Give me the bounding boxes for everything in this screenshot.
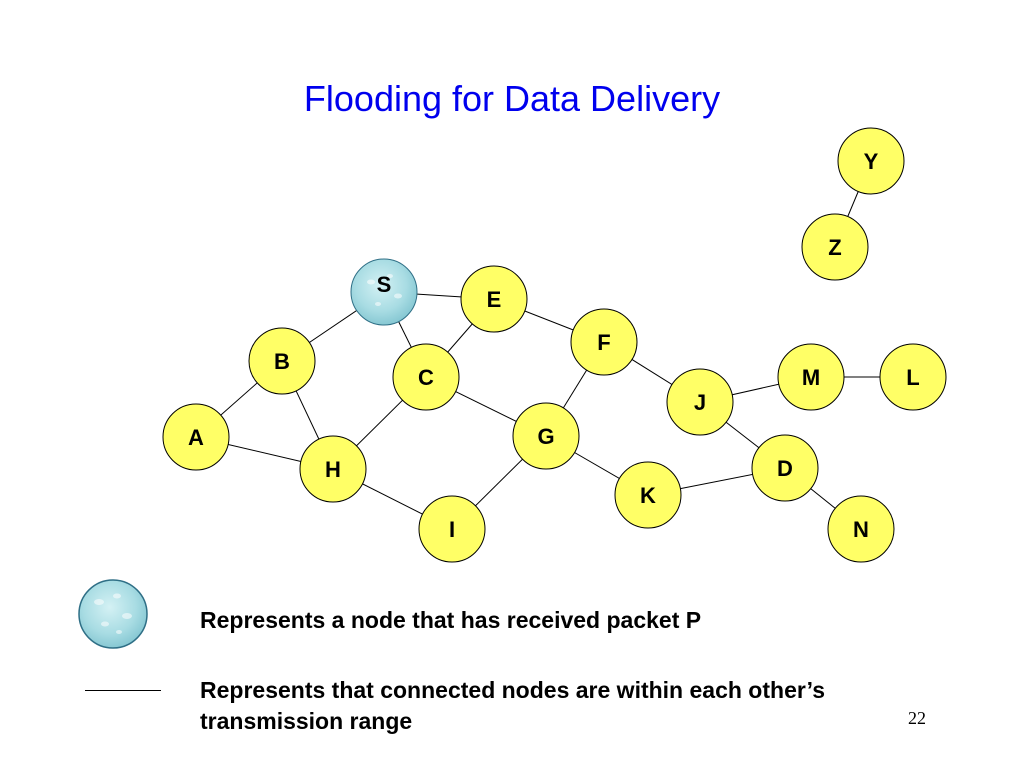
node-label: I — [449, 517, 455, 542]
node-label: Y — [864, 149, 879, 174]
node-b: B — [248, 327, 316, 395]
node-circle — [837, 127, 905, 195]
node-f: F — [570, 308, 638, 376]
droplet-texture — [367, 279, 375, 285]
node-h: H — [299, 435, 367, 503]
node-circle — [751, 434, 819, 502]
node-circle — [418, 495, 486, 563]
node-circle — [570, 308, 638, 376]
node-circle — [350, 258, 418, 326]
legend-received-node-text: Represents a node that has received pack… — [200, 607, 702, 633]
node-label: G — [537, 424, 554, 449]
node-circle — [248, 327, 316, 395]
node-label: N — [853, 517, 869, 542]
node-label: K — [640, 483, 656, 508]
node-label: F — [597, 330, 610, 355]
node-label: Z — [828, 235, 841, 260]
node-j: J — [666, 368, 734, 436]
node-circle — [777, 343, 845, 411]
node-n: N — [827, 495, 895, 563]
node-label: J — [694, 390, 706, 415]
node-circle — [392, 343, 460, 411]
droplet-texture — [387, 274, 393, 278]
node-c: C — [392, 343, 460, 411]
node-y: Y — [837, 127, 905, 195]
slide-title: Flooding for Data Delivery — [303, 78, 721, 119]
node-z: Z — [801, 213, 869, 281]
droplet-texture — [375, 302, 381, 306]
node-k: K — [614, 461, 682, 529]
received-node-legend-icon — [78, 579, 148, 649]
node-label: B — [274, 349, 290, 374]
node-circle — [460, 265, 528, 333]
node-circle — [827, 495, 895, 563]
node-label: C — [418, 365, 434, 390]
node-circle — [162, 403, 230, 471]
node-circle — [666, 368, 734, 436]
droplet-texture — [394, 293, 402, 299]
node-s: S — [350, 258, 418, 326]
node-circle — [512, 402, 580, 470]
node-label: D — [777, 456, 793, 481]
legend-edge-line — [85, 690, 161, 691]
node-label: S — [377, 272, 392, 297]
node-i: I — [418, 495, 486, 563]
node-label: H — [325, 457, 341, 482]
node-l: L — [879, 343, 947, 411]
page-number: 22 — [908, 708, 926, 728]
node-circle — [299, 435, 367, 503]
node-label: E — [487, 287, 502, 312]
node-a: A — [162, 403, 230, 471]
node-g: G — [512, 402, 580, 470]
node-circle — [879, 343, 947, 411]
legend-edge-text: Represents that connected nodes are with… — [200, 677, 825, 734]
node-e: E — [460, 265, 528, 333]
node-m: M — [777, 343, 845, 411]
node-circle — [801, 213, 869, 281]
node-label: M — [802, 365, 820, 390]
node-label: L — [906, 365, 919, 390]
node-circle — [614, 461, 682, 529]
node-layer: S E B C F A H G I K J M L D N Y Z — [162, 127, 947, 563]
node-label: A — [188, 425, 204, 450]
node-d: D — [751, 434, 819, 502]
